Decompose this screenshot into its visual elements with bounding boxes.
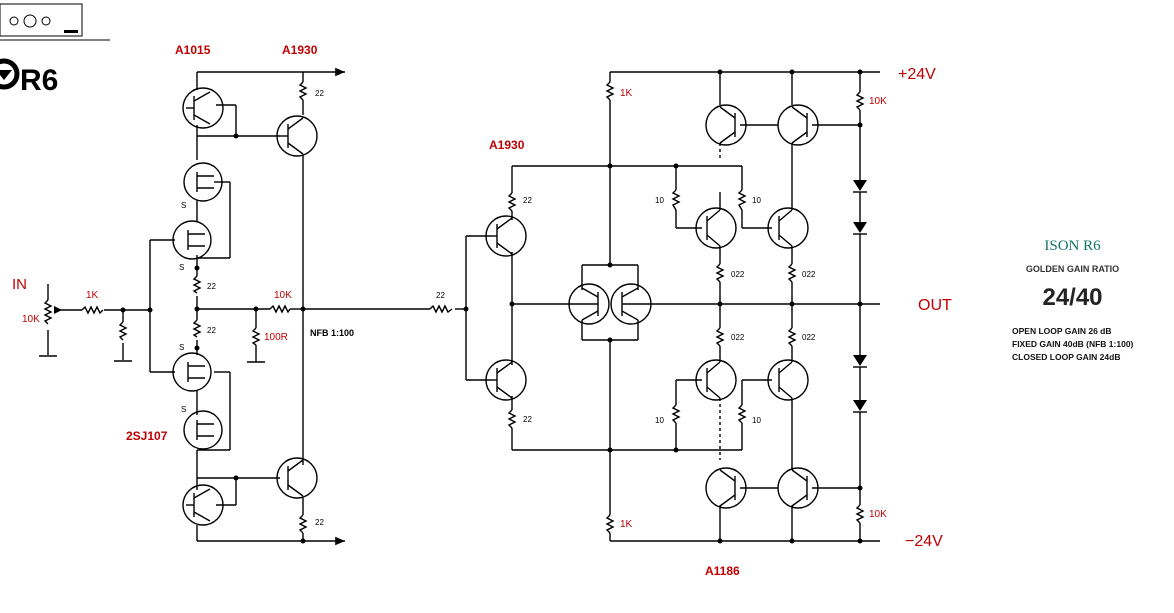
label-r10: 10 [655, 196, 664, 205]
label-r10: 10 [752, 416, 761, 425]
label-r1k-top: 1K [620, 88, 633, 99]
label-r22: 22 [207, 282, 216, 291]
note-closed-loop: CLOSED LOOP GAIN 24dB [1012, 352, 1121, 362]
label-nfb: NFB 1:100 [310, 328, 354, 338]
output-stage-wiring [465, 71, 880, 542]
left-stage-wiring [39, 67, 466, 546]
ratio-label: GOLDEN GAIN RATIO [1025, 264, 1120, 274]
label-r022: 022 [802, 270, 816, 279]
label-a1186: A1186 [705, 564, 740, 578]
gain-notes: OPEN LOOP GAIN 26 dB FIXED GAIN 40dB (NF… [1012, 325, 1133, 364]
label-r22: 22 [523, 415, 532, 424]
amplifier-logo-icon [0, 3, 110, 90]
label-a1015: A1015 [175, 43, 211, 57]
brand-title: ISON R6 [1044, 238, 1101, 254]
left-transistors [172, 87, 318, 526]
left-junctions [120, 133, 306, 544]
label-r022: 022 [731, 333, 745, 342]
output-stage-transistors [485, 104, 819, 509]
label-shunt-res: 100R [264, 332, 288, 343]
label-rail-pos: +24V [898, 66, 936, 83]
note-fixed-gain: FIXED GAIN 40dB (NFB 1:100) [1012, 339, 1134, 349]
gain-ratio: 24/40 [1042, 284, 1103, 311]
output-stage-junctions [463, 69, 863, 544]
label-a1930-mid: A1930 [489, 138, 525, 152]
label-source: S [179, 263, 184, 272]
label-vol-pot: 10K [22, 314, 40, 325]
output-stage-diodes [853, 180, 867, 413]
label-source: S [181, 405, 186, 414]
label-r10k-top: 10K [869, 96, 887, 107]
logo-text: R6 [20, 64, 58, 97]
label-a1930-left: A1930 [282, 43, 318, 57]
label-r22: 22 [436, 291, 445, 300]
label-r22: 22 [315, 518, 324, 527]
label-r22: 22 [207, 326, 216, 335]
left-resistors [43, 81, 453, 534]
label-in-res: 1K [86, 290, 99, 301]
label-r22: 22 [523, 196, 532, 205]
label-r022: 022 [731, 270, 745, 279]
label-input: IN [12, 276, 27, 293]
label-rail-neg: −24V [905, 533, 943, 550]
label-r022: 022 [802, 333, 816, 342]
label-output: OUT [918, 297, 952, 314]
label-source: S [179, 343, 184, 352]
label-2sj107: 2SJ107 [126, 429, 168, 443]
output-stage-resistors [507, 81, 865, 534]
label-r10: 10 [655, 416, 664, 425]
label-r22: 22 [315, 89, 324, 98]
label-source: S [181, 201, 186, 210]
label-r10: 10 [752, 196, 761, 205]
label-r10k-bot: 10K [869, 509, 887, 520]
label-r1k-bot: 1K [620, 519, 633, 530]
note-open-loop: OPEN LOOP GAIN 26 dB [1012, 326, 1112, 336]
label-fb-res: 10K [274, 290, 292, 301]
